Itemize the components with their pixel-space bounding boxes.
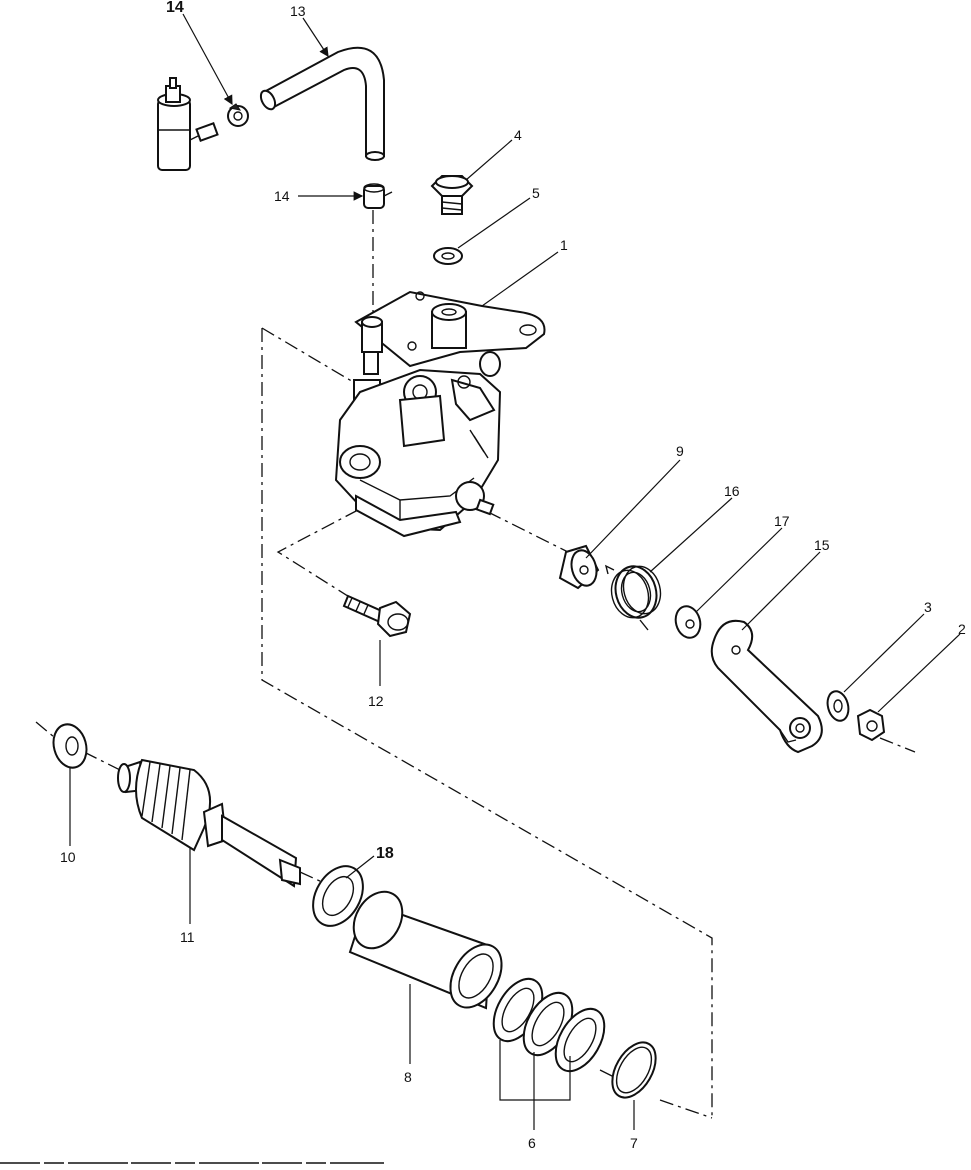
callout-5: 5 [532,185,540,201]
bleed-screw [430,175,474,215]
sealing-washer [433,247,463,265]
oil-hose [259,46,385,161]
snap-ring [611,1041,657,1099]
gear-washer [52,723,88,769]
callout-10: 10 [60,849,76,865]
lock-washer [826,690,850,722]
oil-pump-body [334,290,546,538]
gear-sleeve [348,890,503,1010]
callout-9: 9 [676,443,684,459]
assembly-centerlines [35,133,916,1119]
callout-7: 7 [630,1135,638,1151]
callout-13: 13 [290,3,306,19]
thrust-washer [674,605,702,639]
callout-12: 12 [368,693,384,709]
callout-labels: 14 13 14 4 5 1 9 16 17 15 3 2 12 10 11 1… [60,0,966,1151]
shim-set [492,977,606,1073]
return-spring [604,564,662,631]
callout-16: 16 [724,483,740,499]
hose-clamp-top [227,103,249,127]
shaft-bushing [558,544,600,590]
callout-18: 18 [376,845,394,862]
hose-clamp-middle [363,183,393,209]
mounting-bolt [342,594,412,638]
callout-14-top: 14 [166,0,184,16]
callout-3: 3 [924,599,932,615]
callout-8: 8 [404,1069,412,1085]
drive-gear-shaft [117,758,301,888]
leader-lines [69,13,961,1130]
callout-6: 6 [528,1135,536,1151]
control-lever [710,619,823,754]
callout-2: 2 [958,621,966,637]
lever-nut [856,708,886,742]
callout-14-mid: 14 [274,188,290,204]
callout-17: 17 [774,513,790,529]
callout-1: 1 [560,237,568,253]
callout-15: 15 [814,537,830,553]
inlet-fitting [157,77,219,171]
callout-11: 11 [180,929,195,945]
oil-seal [312,865,364,927]
callout-4: 4 [514,127,522,143]
